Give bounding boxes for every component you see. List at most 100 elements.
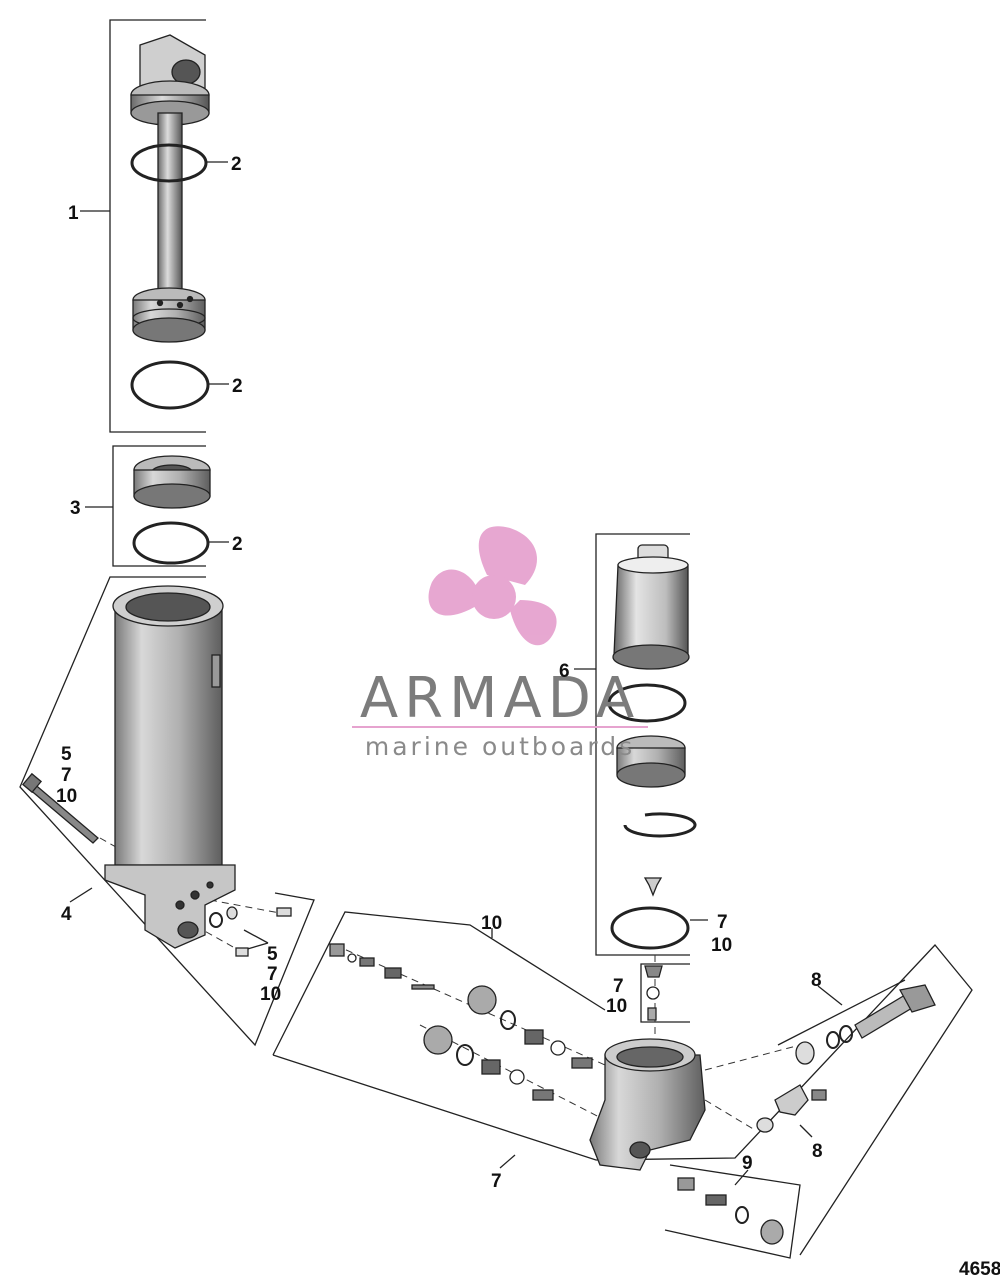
check-ball bbox=[646, 986, 660, 1000]
callout-5: 5 bbox=[267, 944, 278, 965]
ram-piston-hole bbox=[176, 301, 184, 309]
cylinder-shell bbox=[114, 609, 223, 866]
reservoir-o-ring bbox=[607, 683, 687, 723]
base-port bbox=[175, 900, 185, 910]
callout-7: 7 bbox=[717, 912, 728, 933]
callout-6: 6 bbox=[559, 661, 570, 682]
callout-8: 8 bbox=[812, 1141, 823, 1162]
o-ring bbox=[826, 1031, 840, 1049]
memory-piston-bottom bbox=[133, 483, 211, 509]
frame-4 bbox=[19, 576, 315, 1047]
callout-2: 2 bbox=[231, 154, 242, 175]
ram-piston-bottom bbox=[132, 317, 206, 343]
mounting-bolt-head bbox=[21, 772, 43, 794]
spring bbox=[571, 1057, 593, 1069]
small-o-ring bbox=[209, 912, 223, 928]
bracket-plate bbox=[774, 1084, 809, 1116]
valve-spring bbox=[705, 1194, 727, 1206]
leader-5b-a bbox=[243, 929, 269, 944]
group-leaders bbox=[69, 161, 843, 1186]
ball bbox=[550, 1040, 566, 1056]
base-eye bbox=[177, 921, 199, 939]
callout-7: 7 bbox=[613, 976, 624, 997]
callout-7: 7 bbox=[491, 1171, 502, 1192]
o-ring bbox=[839, 1025, 853, 1043]
washer bbox=[756, 1117, 774, 1133]
spring bbox=[524, 1029, 544, 1045]
callout-2: 2 bbox=[232, 534, 243, 555]
callout-2: 2 bbox=[232, 376, 243, 397]
hose-elbow bbox=[899, 984, 936, 1013]
callout-7: 7 bbox=[61, 765, 72, 786]
callout-10: 10 bbox=[260, 984, 281, 1005]
dash-pin-a bbox=[209, 899, 286, 915]
o-ring-2-lower bbox=[130, 360, 210, 410]
callout-5: 5 bbox=[61, 744, 72, 765]
callout-8: 8 bbox=[811, 970, 822, 991]
spring bbox=[384, 967, 402, 979]
manifold-body bbox=[589, 1054, 706, 1171]
callout-1: 1 bbox=[68, 203, 79, 224]
callout-10: 10 bbox=[481, 913, 502, 934]
fitting bbox=[329, 943, 345, 957]
propeller-blade-left bbox=[428, 569, 478, 616]
base-port bbox=[206, 881, 214, 889]
base-port bbox=[190, 890, 200, 900]
frame-7-right bbox=[272, 944, 973, 1256]
spring bbox=[481, 1059, 501, 1075]
frame-7-10-small bbox=[640, 963, 690, 1023]
callout-7: 7 bbox=[267, 964, 278, 985]
cylinder-base bbox=[104, 864, 236, 949]
callout-9: 9 bbox=[742, 1153, 753, 1174]
ball bbox=[509, 1069, 525, 1085]
frame-9 bbox=[664, 1164, 801, 1259]
dash-10-b bbox=[419, 1024, 606, 1121]
dash-8-b bbox=[704, 1099, 756, 1131]
callout-3: 3 bbox=[70, 498, 81, 519]
cylinder-body bbox=[21, 585, 292, 957]
armada-logo bbox=[428, 526, 557, 646]
dowel-pin bbox=[276, 907, 292, 917]
leader-8b bbox=[799, 1124, 813, 1138]
fill-screw bbox=[643, 877, 663, 897]
plug bbox=[423, 1025, 453, 1055]
frame-7 bbox=[272, 911, 606, 1056]
frame-1 bbox=[109, 19, 206, 433]
propeller-blade-right bbox=[510, 600, 557, 646]
ram-eye-hole bbox=[171, 59, 201, 85]
reservoir-body bbox=[613, 564, 689, 656]
valve-o-ring bbox=[735, 1206, 749, 1224]
cylinder-bore bbox=[125, 592, 211, 622]
callout-10: 10 bbox=[606, 996, 627, 1017]
bolt bbox=[811, 1089, 827, 1101]
memory-piston bbox=[132, 455, 211, 565]
manifold-bore bbox=[616, 1046, 684, 1068]
ram-piston-hole bbox=[186, 295, 194, 303]
dowel-pin bbox=[235, 947, 249, 957]
propeller-hub bbox=[472, 575, 516, 619]
manifold-port bbox=[629, 1141, 651, 1159]
cylinder-tab bbox=[211, 654, 221, 688]
o-ring bbox=[500, 1010, 516, 1030]
valve-seat bbox=[677, 1177, 695, 1191]
group-frames bbox=[19, 19, 973, 1259]
check-valve-assembly bbox=[677, 1177, 784, 1245]
frame-6 bbox=[595, 533, 690, 956]
fitting-assembly bbox=[756, 984, 936, 1133]
spring-small bbox=[647, 1007, 657, 1021]
spring bbox=[359, 957, 375, 967]
reservoir-lower-o-ring bbox=[610, 906, 690, 950]
ram-rod bbox=[157, 112, 183, 304]
reservoir-seal-bottom bbox=[616, 762, 686, 788]
leader-8a bbox=[817, 985, 843, 1006]
spring bbox=[532, 1089, 554, 1101]
dash-8-a bbox=[704, 1044, 801, 1071]
small-washer bbox=[226, 906, 238, 920]
valve-plug bbox=[760, 1219, 784, 1245]
o-ring-2-upper bbox=[130, 143, 208, 183]
ram-piston-hole bbox=[156, 299, 164, 307]
reservoir-assembly bbox=[607, 544, 697, 1021]
ball bbox=[347, 953, 357, 963]
pin bbox=[411, 984, 435, 990]
